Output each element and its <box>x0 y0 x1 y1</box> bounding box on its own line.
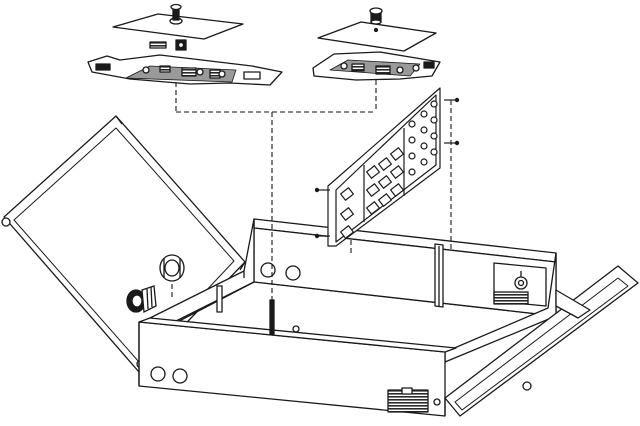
splice-tray-right <box>312 51 441 81</box>
hinged-flap <box>444 265 639 417</box>
back-wall-hole <box>285 265 301 281</box>
grounding-stud <box>269 299 275 335</box>
front-wall-hole <box>172 368 188 384</box>
front-wall-hole <box>150 366 166 382</box>
cable-gland <box>126 285 157 314</box>
back-wall-hole <box>260 262 276 278</box>
assembly-guide-lines <box>171 80 452 300</box>
grommet <box>159 254 185 282</box>
enclosure-base <box>138 218 557 417</box>
mounting-bracket <box>216 285 223 313</box>
adapter-panel <box>314 87 460 247</box>
splice-tray-left <box>87 39 283 86</box>
cover-plate-right <box>317 7 437 52</box>
cover-plate-left <box>112 3 244 40</box>
